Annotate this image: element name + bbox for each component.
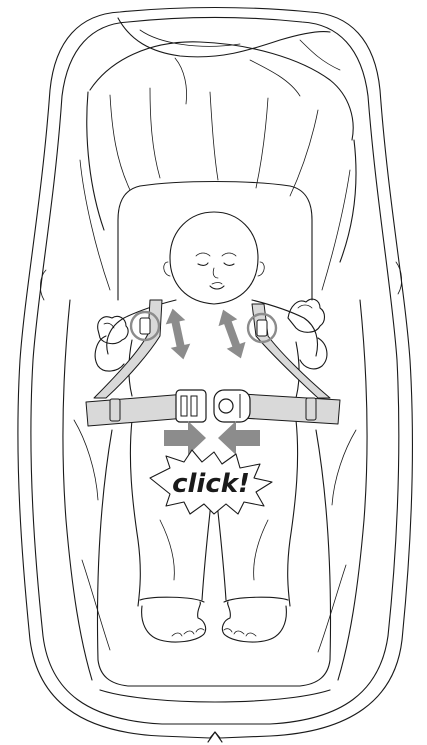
waist-belt: [86, 390, 340, 426]
click-callout: click!: [150, 450, 272, 514]
hood-folds: [87, 18, 356, 262]
baby-head: [164, 212, 265, 304]
carrycot-shell: [18, 8, 413, 739]
double-arrow-vertical-icon: [163, 306, 193, 361]
inner-padding: [63, 160, 367, 702]
front-notch: [208, 732, 222, 742]
baby-feet: [142, 602, 287, 642]
mattress-pad: [98, 182, 331, 687]
buckle-right-receiver: [214, 390, 250, 422]
double-arrow-vertical-icon: [214, 306, 251, 362]
belt-left: [86, 394, 186, 426]
baby-body: [95, 300, 327, 606]
arrow-right-icon: [164, 421, 206, 455]
buckle-left-tongue: [176, 390, 206, 422]
arrow-left-icon: [218, 421, 260, 455]
right-shoulder-strap: [252, 304, 330, 398]
click-label: click!: [172, 469, 250, 499]
belt-adjuster-left: [110, 399, 120, 421]
belt-adjuster-right: [306, 398, 316, 420]
